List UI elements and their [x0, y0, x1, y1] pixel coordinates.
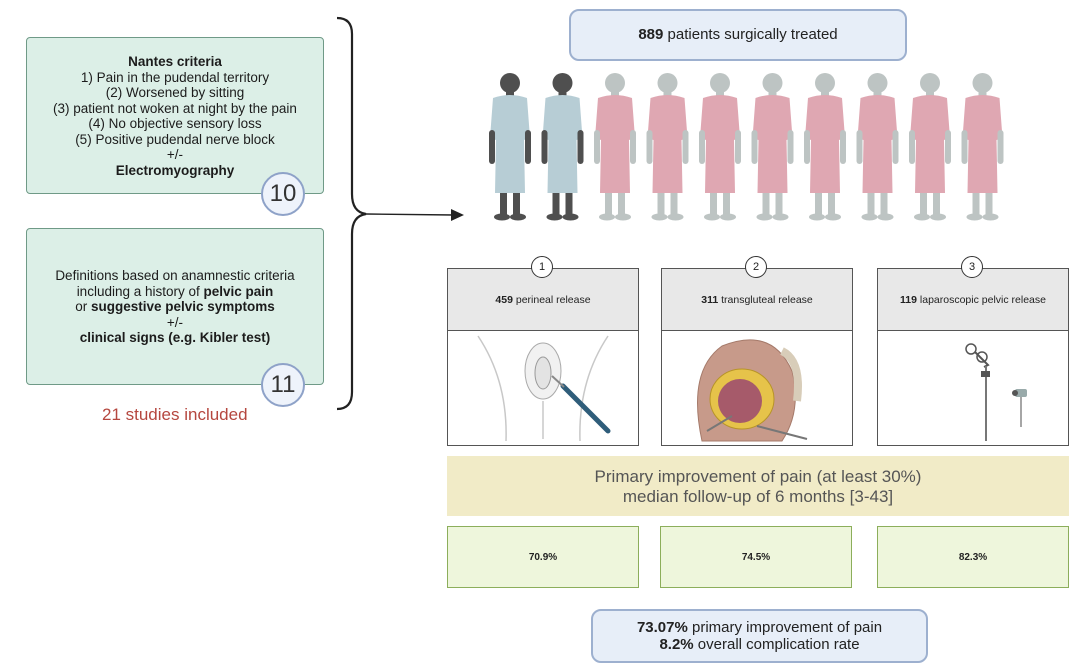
study-count-badge: 11 [261, 363, 305, 407]
criteria-line: +/- [166, 314, 184, 330]
patients-treated-pill: 889 patients surgically treated [569, 9, 907, 61]
summary-complication-line: 8.2% overall complication rate [659, 636, 860, 653]
arrow-head-icon [451, 209, 464, 221]
transgluteal-release-illustration [697, 339, 808, 442]
criteria-line: (5) Positive pudendal nerve block [75, 131, 275, 147]
arrow-line [365, 213, 455, 216]
perineal-release-illustration [477, 335, 611, 442]
summary-pill: 73.07% primary improvement of pain 8.2% … [591, 609, 928, 663]
criteria-line: (3) patient not woken at night by the pa… [53, 100, 297, 116]
laparoscopic-instruments-illustration [965, 343, 1027, 441]
patient-figure-light-icon [646, 73, 689, 221]
criteria-line: (4) No objective sensory loss [88, 116, 262, 131]
improvement-percent-box: 82.3% [877, 526, 1069, 588]
procedure-number-badge: 1 [531, 256, 553, 278]
nantes-criteria-box: Nantes criteria 1) Pain in the pudendal … [26, 37, 324, 194]
criteria-line: 1) Pain in the pudendal territory [80, 69, 270, 85]
criteria-line: +/- [166, 147, 184, 162]
studies-included-label: 21 studies included [102, 405, 248, 424]
improvement-percent-box: 70.9% [447, 526, 639, 588]
procedure-header: 459 perineal release [448, 269, 638, 331]
nantes-criteria-title: Nantes criteria [128, 54, 222, 69]
patient-figure-dark-icon [541, 73, 584, 221]
procedure-header: 119 laparoscopic pelvic release [878, 269, 1068, 331]
patient-figure-light-icon [856, 73, 899, 221]
criteria-line: including a history of pelvic pain [76, 283, 274, 299]
criteria-line-bold: Electromyography [115, 162, 235, 178]
criteria-line: Definitions based on anamnestic criteria [55, 268, 295, 283]
criteria-line: or suggestive pelvic symptoms [75, 299, 275, 314]
improvement-percent-box: 74.5% [660, 526, 852, 588]
curly-brace [336, 16, 367, 411]
improvement-banner: Primary improvement of pain (at least 30… [447, 456, 1069, 516]
improvement-line: Primary improvement of pain (at least 30… [594, 467, 922, 486]
patient-figure-light-icon [961, 73, 1004, 221]
criteria-line: (2) Worsened by sitting [105, 85, 245, 100]
patient-figure-light-icon [909, 73, 951, 221]
procedure-header: 311 transgluteal release [662, 269, 852, 331]
patient-figure-light-icon [804, 73, 846, 221]
procedure-card-perineal: 459 perineal release [447, 268, 639, 446]
procedure-card-transgluteal: 311 transgluteal release [661, 268, 853, 446]
curly-brace-connector [336, 16, 464, 411]
procedure-number-badge: 3 [961, 256, 983, 278]
patient-figure-light-icon [751, 73, 794, 221]
procedure-card-laparoscopic: 119 laparoscopic pelvic release [877, 268, 1069, 446]
patient-figure-dark-icon [489, 73, 531, 221]
summary-improvement-line: 73.07% primary improvement of pain [636, 619, 883, 636]
criteria-line-bold: clinical signs (e.g. Kibler test) [79, 330, 271, 345]
study-count-badge: 10 [261, 172, 305, 216]
procedure-number-badge: 2 [745, 256, 767, 278]
patient-figure-light-icon [699, 73, 741, 221]
patient-figure-light-icon [594, 73, 636, 221]
followup-line: median follow-up of 6 months [3-43] [622, 487, 894, 506]
patients-figures [489, 73, 1004, 221]
anamnestic-criteria-box: Definitions based on anamnestic criteria… [26, 228, 324, 385]
